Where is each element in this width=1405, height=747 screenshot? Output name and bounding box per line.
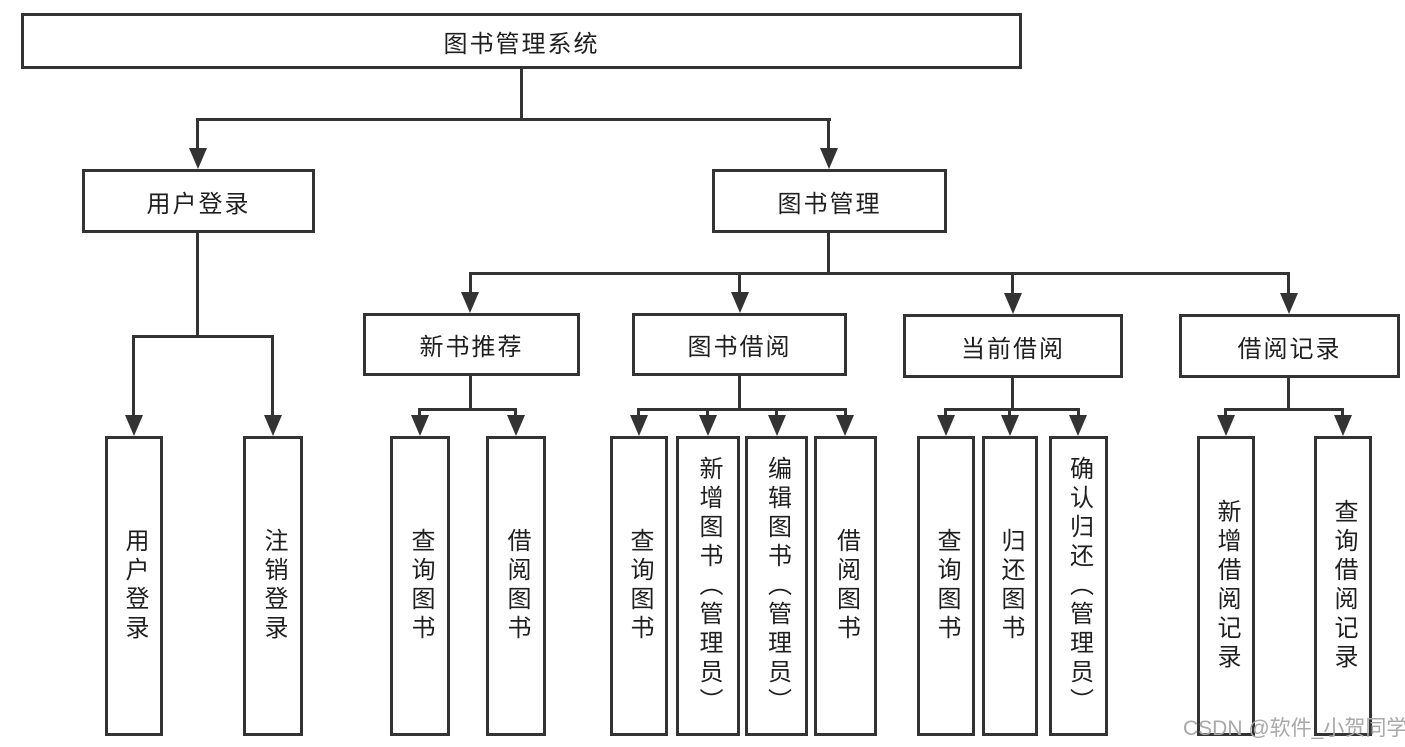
leaf-borrow-books-recommend-label: 借阅图书 <box>503 528 530 644</box>
connector-user-login-split <box>133 335 274 338</box>
arrowhead-query-books-current <box>937 415 955 436</box>
node-user-login: 用户登录 <box>82 169 315 233</box>
node-book-borrow-label: 图书借阅 <box>687 334 792 361</box>
connector-branch-return-book <box>1008 408 1011 417</box>
arrowhead-current-borrow <box>1004 293 1022 314</box>
arrowhead-user-login <box>189 148 207 169</box>
arrowhead-borrow-books-borrow <box>836 415 854 436</box>
connector-branch-current-borrow <box>1011 272 1014 293</box>
leaf-query-books-current-label: 查询图书 <box>933 528 960 644</box>
leaf-query-books-borrow: 查询图书 <box>610 436 668 736</box>
arrowhead-new-book-recommend <box>461 292 479 313</box>
leaf-query-books-recommend-label: 查询图书 <box>407 528 434 644</box>
leaf-logout-label: 注销登录 <box>260 528 287 644</box>
arrowhead-edit-book-admin <box>768 415 786 436</box>
node-borrow-records: 借阅记录 <box>1179 314 1400 378</box>
connector-current-borrow-stem <box>1011 378 1014 411</box>
node-borrow-records-label: 借阅记录 <box>1237 335 1342 363</box>
leaf-add-borrow-record-label: 新增借阅记录 <box>1213 499 1240 673</box>
connector-branch-query-books-borrow <box>637 408 640 417</box>
node-book-borrow: 图书借阅 <box>632 313 847 376</box>
node-library-management-system: 图书管理系统 <box>21 13 1022 69</box>
arrowhead-query-books-borrow <box>630 415 648 436</box>
connector-book-borrow-split <box>638 408 846 411</box>
leaf-return-book-label: 归还图书 <box>997 528 1024 644</box>
leaf-confirm-return-admin: 确认归还（管理员） <box>1049 436 1108 736</box>
arrowhead-book-management <box>820 148 838 169</box>
connector-root-split <box>197 118 831 121</box>
arrowhead-confirm-return-admin <box>1069 415 1087 436</box>
node-user-login-label: 用户登录 <box>146 190 251 218</box>
connector-new-book-recommend-stem <box>469 376 472 411</box>
connector-branch-book-management <box>827 118 830 150</box>
connector-branch-add-book-admin <box>706 408 709 417</box>
arrowhead-query-books-recommend <box>411 415 429 436</box>
connector-branch-add-borrow-record <box>1224 408 1227 417</box>
connector-user-login-stem <box>196 233 199 338</box>
node-new-book-recommend: 新书推荐 <box>363 313 580 376</box>
arrowhead-add-borrow-record <box>1217 415 1235 436</box>
leaf-borrow-books-recommend: 借阅图书 <box>486 436 546 736</box>
connector-branch-query-borrow-record <box>1341 408 1344 417</box>
connector-book-management-stem <box>827 233 830 275</box>
arrowhead-add-book-admin <box>699 415 717 436</box>
leaf-edit-book-admin: 编辑图书（管理员） <box>745 436 808 736</box>
leaf-edit-book-admin-label: 编辑图书（管理员） <box>763 455 791 717</box>
arrowhead-book-borrow <box>731 292 749 313</box>
connector-branch-new-book-recommend <box>469 272 472 293</box>
connector-branch-leaf-logout <box>271 335 274 416</box>
connector-branch-edit-book-admin <box>775 408 778 417</box>
arrowhead-borrow-records <box>1280 293 1298 314</box>
arrowhead-leaf-logout <box>264 415 282 436</box>
node-library-management-system-label: 图书管理系统 <box>443 30 600 58</box>
connector-book-borrow-stem <box>738 376 741 411</box>
connector-branch-query-books-recommend <box>418 408 421 417</box>
connector-branch-borrow-records <box>1287 272 1290 293</box>
node-book-management: 图书管理 <box>712 169 947 233</box>
connector-branch-user-login <box>196 118 199 150</box>
leaf-add-borrow-record: 新增借阅记录 <box>1197 436 1255 736</box>
connector-current-borrow-split <box>945 408 1079 411</box>
leaf-user-login-label: 用户登录 <box>121 528 148 644</box>
node-current-borrow: 当前借阅 <box>903 314 1123 378</box>
connector-borrow-records-stem <box>1287 378 1290 411</box>
node-current-borrow-label: 当前借阅 <box>961 335 1065 363</box>
connector-branch-confirm-return-admin <box>1077 408 1080 417</box>
leaf-query-books-current: 查询图书 <box>917 436 975 736</box>
watermark-text: CSDN @软件_小贺同学 <box>1183 717 1405 740</box>
arrowhead-return-book <box>1001 415 1019 436</box>
connector-branch-query-books-current <box>944 408 947 417</box>
arrowhead-borrow-books-recommend <box>507 415 525 436</box>
node-book-management-label: 图书管理 <box>777 190 882 218</box>
leaf-return-book: 归还图书 <box>982 436 1038 736</box>
connector-branch-book-borrow <box>738 272 741 293</box>
connector-borrow-records-split <box>1225 408 1344 411</box>
leaf-user-login: 用户登录 <box>105 436 163 736</box>
leaf-borrow-books-borrow-label: 借阅图书 <box>832 528 860 644</box>
connector-book-management-split <box>469 272 1290 275</box>
leaf-query-books-recommend: 查询图书 <box>390 436 450 736</box>
leaf-query-books-borrow-label: 查询图书 <box>626 528 653 644</box>
leaf-add-book-admin-label: 新增图书（管理员） <box>695 455 722 717</box>
arrowhead-query-borrow-record <box>1334 415 1352 436</box>
node-new-book-recommend-label: 新书推荐 <box>419 334 524 361</box>
leaf-add-book-admin: 新增图书（管理员） <box>676 436 740 736</box>
connector-new-book-recommend-split <box>419 408 517 411</box>
leaf-borrow-books-borrow: 借阅图书 <box>814 436 877 736</box>
arrowhead-leaf-user-login <box>125 415 143 436</box>
connector-branch-borrow-books-recommend <box>514 408 517 417</box>
leaf-query-borrow-record-label: 查询借阅记录 <box>1330 499 1357 673</box>
leaf-query-borrow-record: 查询借阅记录 <box>1314 436 1372 736</box>
connector-root-stem <box>520 69 523 121</box>
leaf-confirm-return-admin-label: 确认归还（管理员） <box>1065 455 1093 717</box>
connector-branch-borrow-books-borrow <box>844 408 847 417</box>
leaf-logout: 注销登录 <box>243 436 303 736</box>
connector-branch-leaf-user-login <box>132 335 135 416</box>
